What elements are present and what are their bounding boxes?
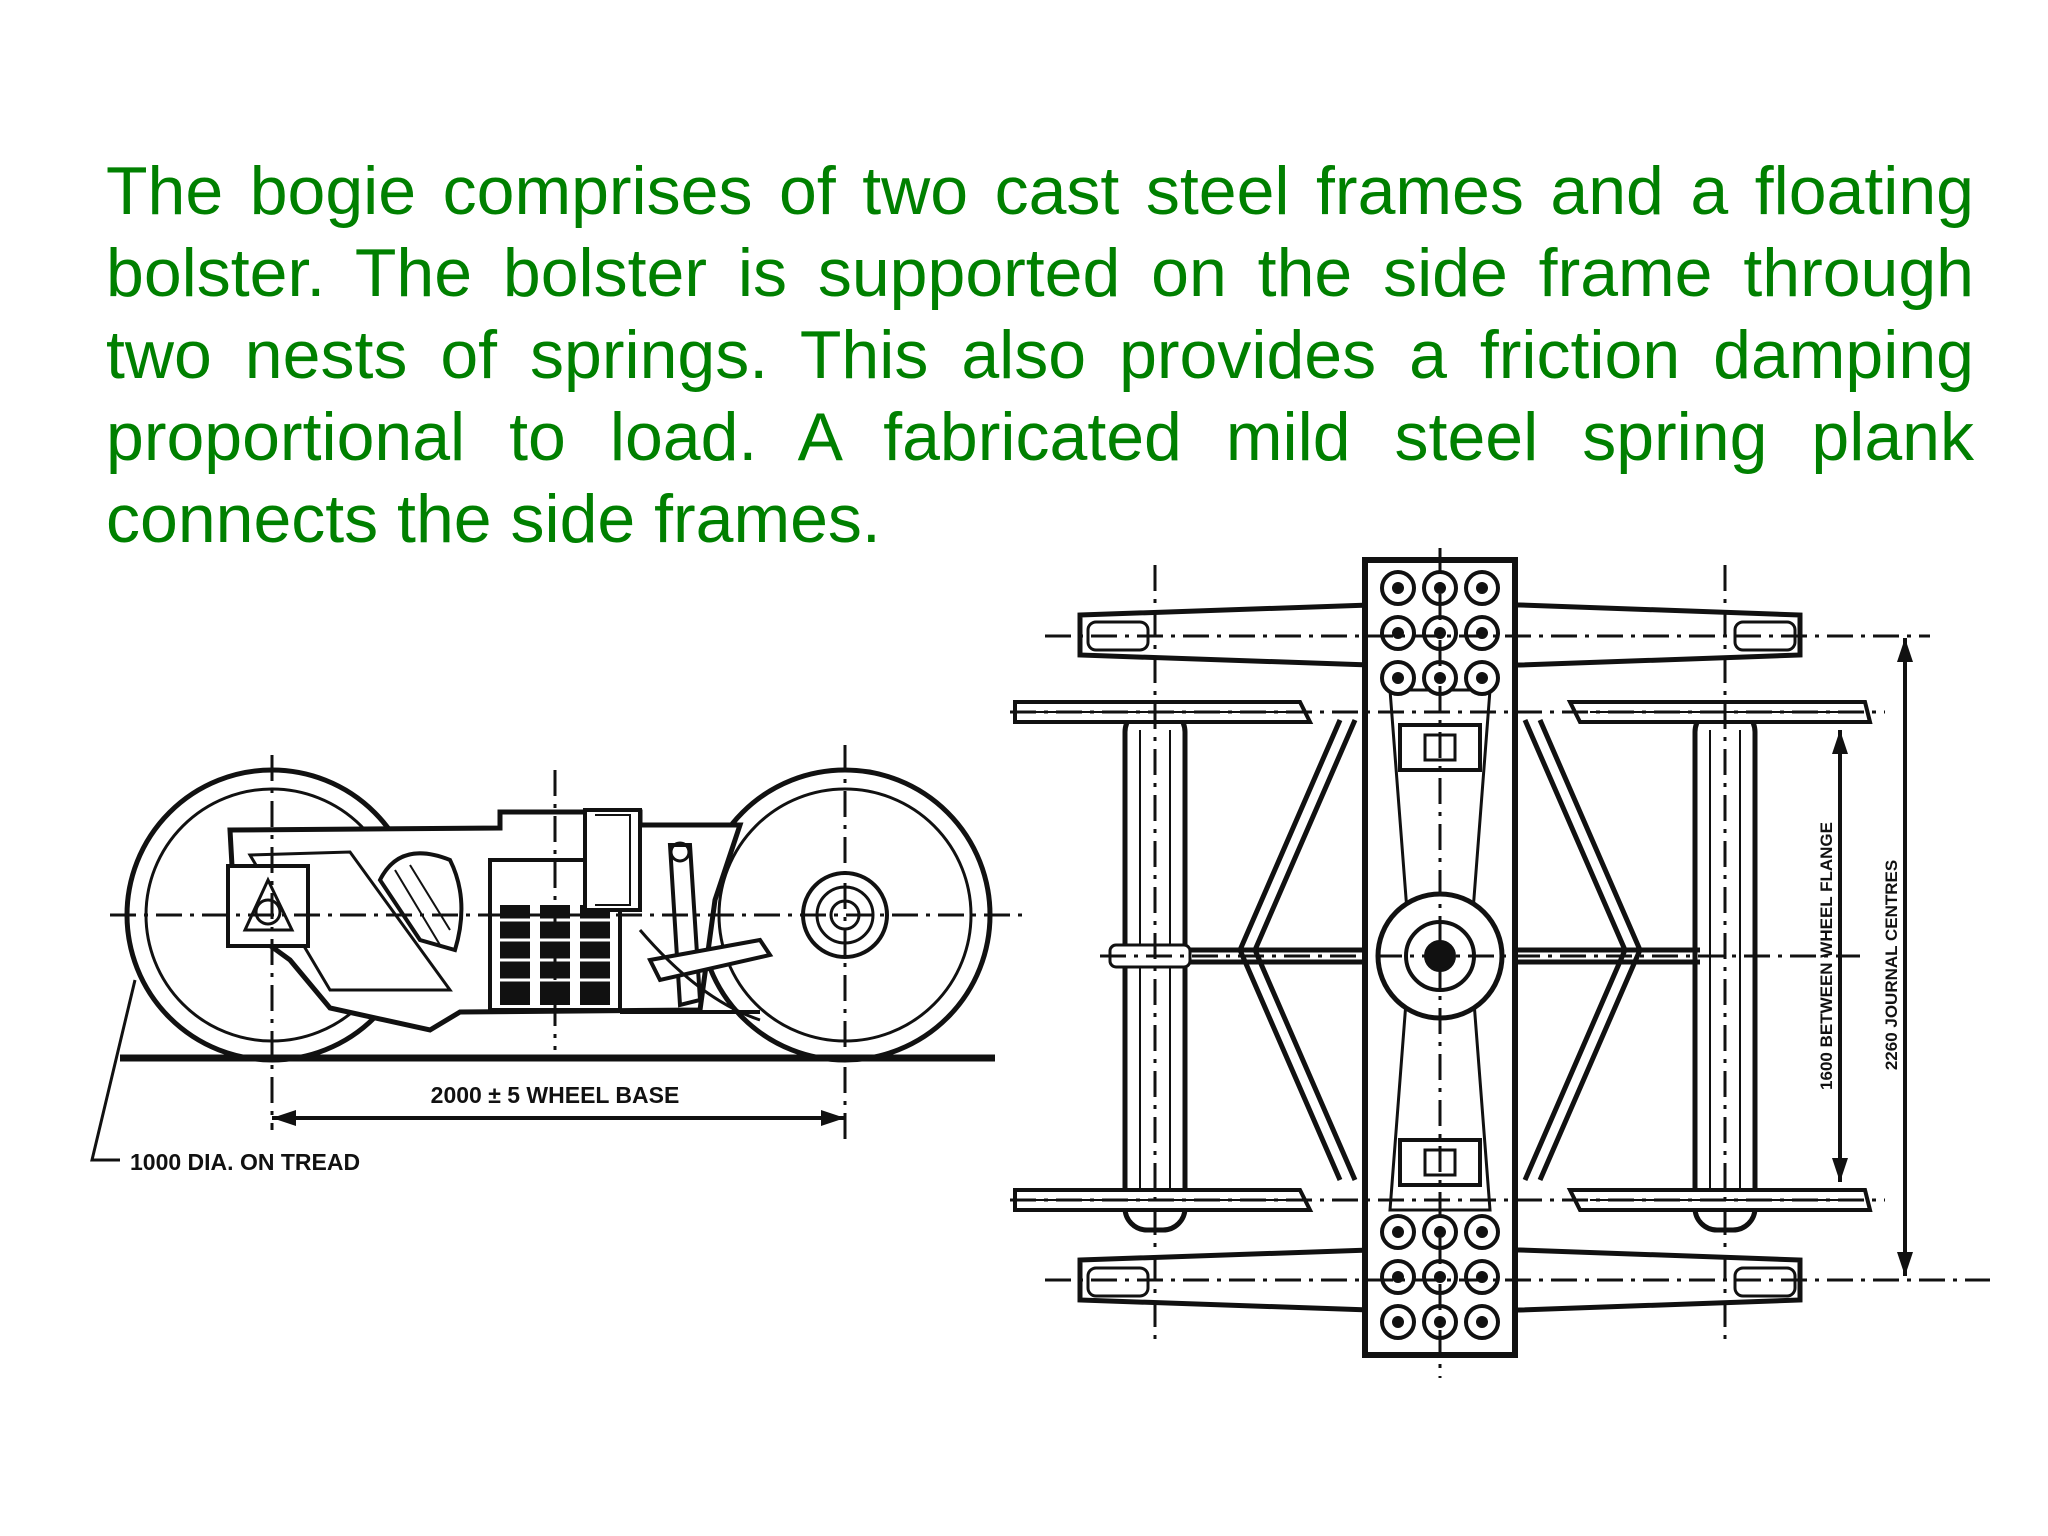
plan-view: 1600 BETWEEN WHEEL FLANGE 2260 JOURNAL C…	[1010, 548, 1990, 1378]
wheel-dia-label: 1000 DIA. ON TREAD	[130, 1149, 360, 1175]
axle-box	[226, 864, 310, 948]
bogie-drawing: 2000 ± 5 WHEEL BASE 1000 DIA. ON TREAD	[0, 540, 2048, 1440]
journal-label: 2260 JOURNAL CENTRES	[1882, 860, 1901, 1070]
description-paragraph: The bogie comprises of two cast steel fr…	[106, 153, 1974, 557]
bolster-end	[583, 808, 642, 912]
journal-dimension	[1897, 638, 1913, 1276]
plan-centre-lines	[1010, 548, 1990, 1378]
wheel-base-dimension	[272, 1110, 845, 1126]
flange-dimension	[1832, 730, 1848, 1182]
wheel-base-label: 2000 ± 5 WHEEL BASE	[431, 1082, 680, 1108]
centre-lines	[110, 745, 1030, 1140]
wheel-dia-leader	[90, 979, 137, 1162]
side-view: 2000 ± 5 WHEEL BASE 1000 DIA. ON TREAD	[90, 745, 1030, 1175]
spring-plank-braces	[1180, 719, 1700, 1181]
flange-label: 1600 BETWEEN WHEEL FLANGE	[1817, 822, 1836, 1090]
